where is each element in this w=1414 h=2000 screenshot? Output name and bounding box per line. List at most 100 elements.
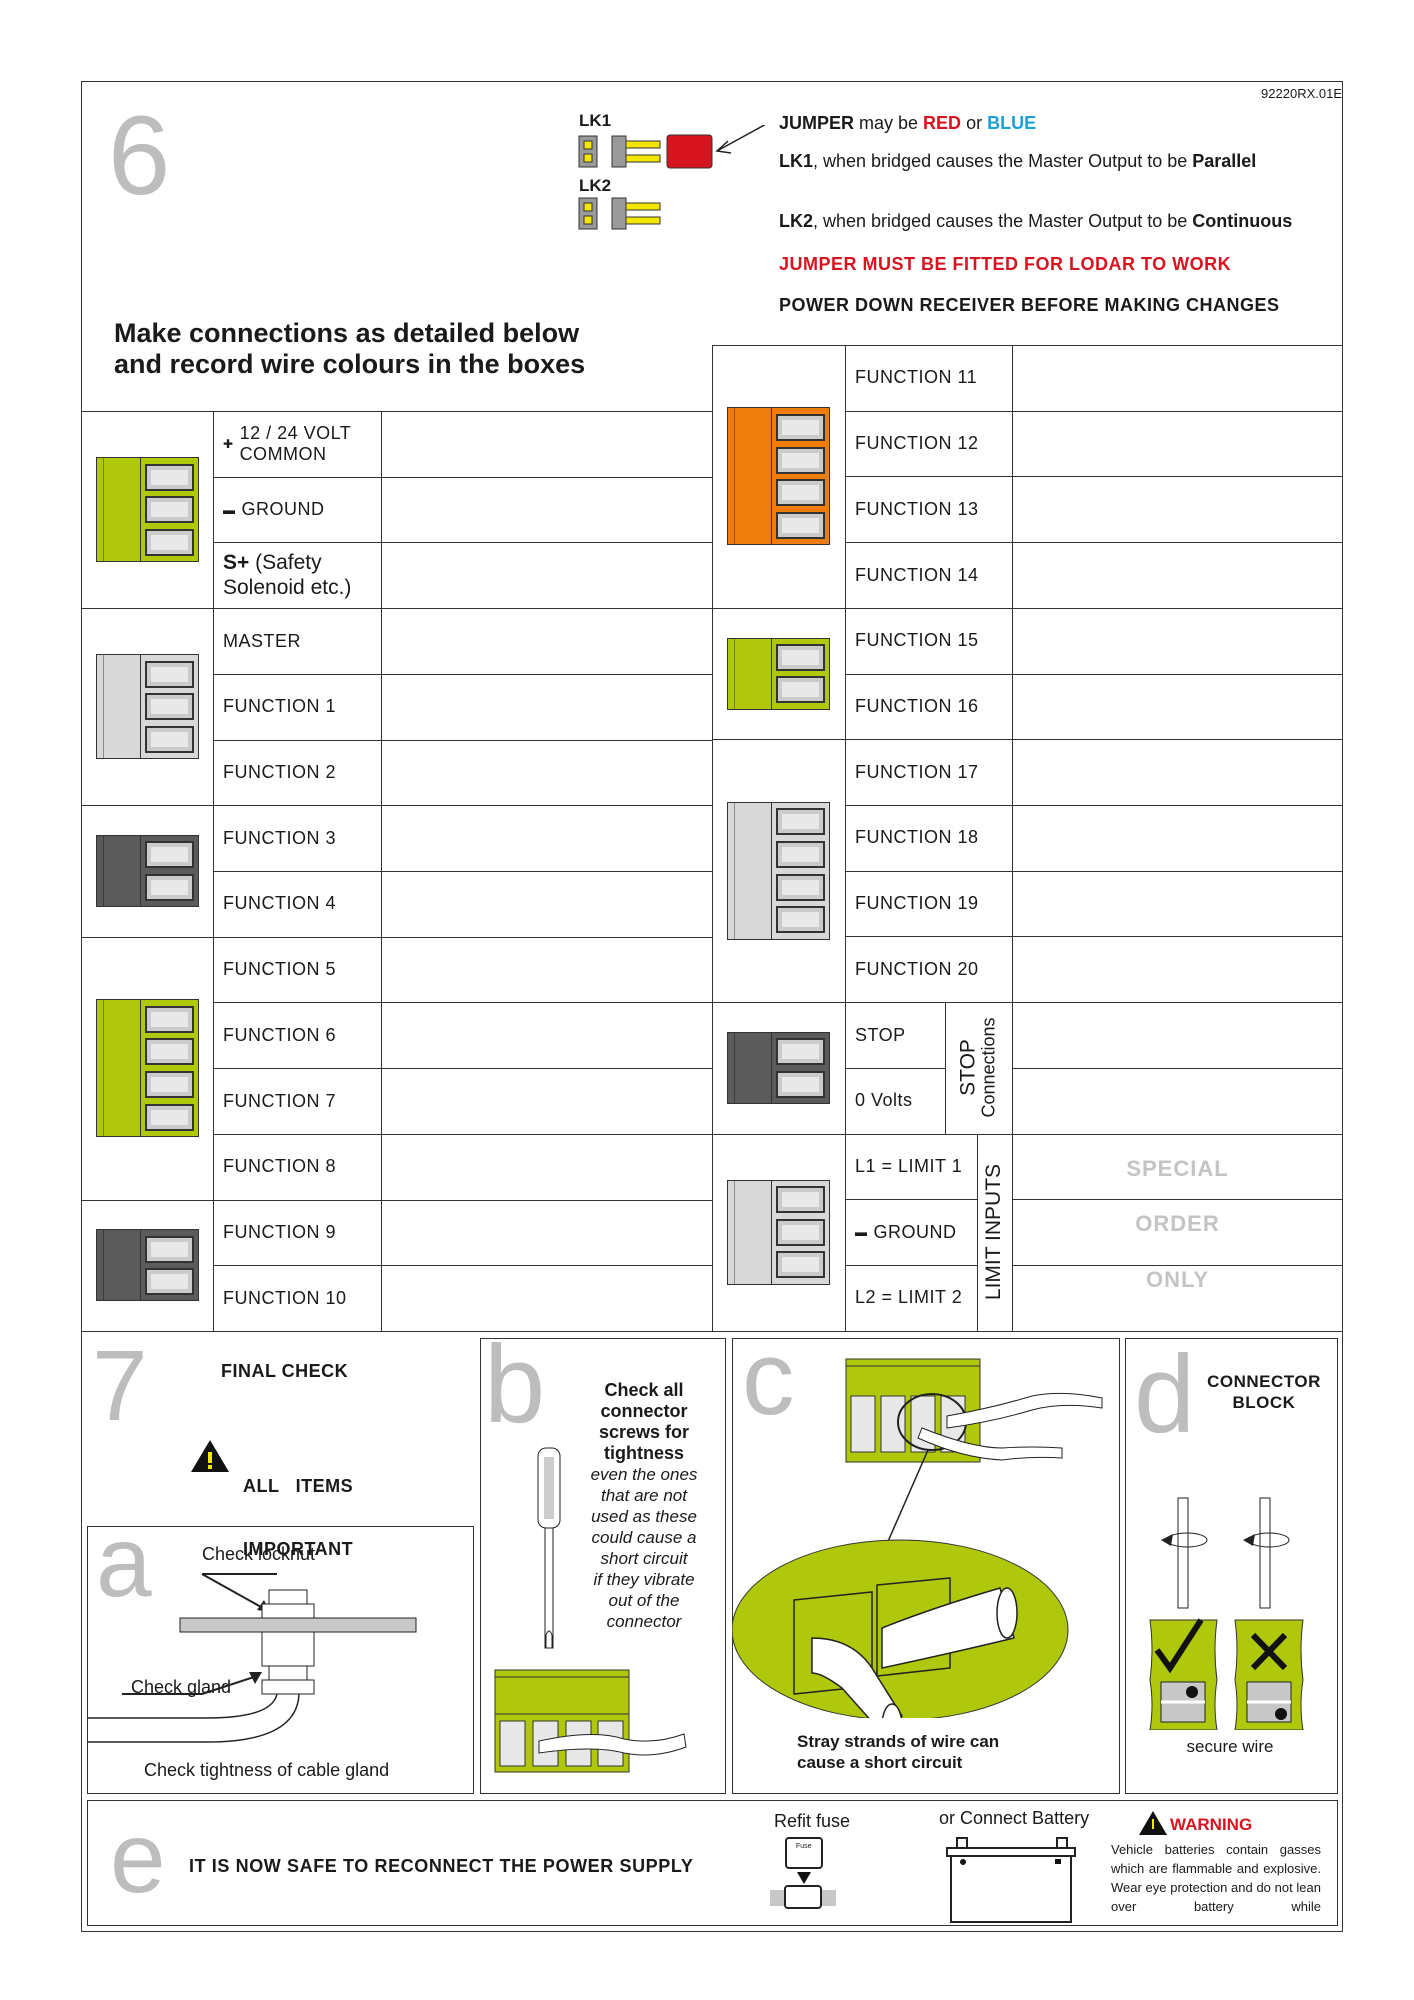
all-items-important: ALL ITEMS IMPORTANT	[243, 1434, 353, 1581]
wire-colour-entry-box[interactable]	[1014, 1070, 1341, 1132]
connector-light-3-way-icon	[95, 654, 199, 760]
wire-colour-entry-box[interactable]	[383, 873, 710, 935]
row-label: L2 = LIMIT 2	[855, 1265, 973, 1331]
wire-colour-entry-box[interactable]	[383, 1136, 710, 1198]
label-text: MASTER	[223, 630, 302, 651]
column-divider	[845, 739, 846, 1003]
connector-dark-2-way-icon	[727, 1031, 830, 1104]
wire-colour-entry-box[interactable]	[383, 807, 710, 869]
row-divider	[712, 1133, 1343, 1135]
wire-colour-entry-box[interactable]	[383, 413, 710, 475]
terminal-slot	[776, 1251, 825, 1279]
terminal-slot	[144, 1268, 194, 1296]
wire-colour-entry-box[interactable]	[1014, 938, 1341, 1000]
section-number-6: 6	[108, 93, 171, 218]
fuse-icon	[770, 1837, 836, 1909]
column-divider	[213, 411, 214, 609]
row-label: 0 Volts	[855, 1068, 941, 1134]
label-text: FUNCTION 7	[223, 1090, 336, 1111]
terminal-slot	[144, 841, 194, 869]
box-e-reconnect-power	[87, 1800, 1338, 1926]
lk2-header-icon	[578, 197, 661, 230]
wire-colour-entry-box[interactable]	[1014, 478, 1341, 540]
wire-colour-entry-box[interactable]	[1014, 413, 1341, 475]
text: ALL ITEMS	[243, 1476, 354, 1496]
stray-strands-illustration	[732, 1358, 1103, 1718]
row-divider	[381, 476, 712, 478]
column-divider	[712, 345, 713, 1331]
minus-icon: ▬	[855, 1225, 868, 1240]
section-heading: Make connections as detailed below and r…	[114, 318, 585, 380]
row-divider	[712, 1002, 1343, 1004]
label-text: GROUND	[241, 499, 325, 520]
column-divider	[381, 1199, 382, 1332]
row-divider	[845, 542, 1012, 544]
wire-colour-entry-box[interactable]	[383, 676, 710, 738]
label-text: FUNCTION 18	[855, 827, 979, 848]
side-label-text: LIMIT INPUTS	[982, 1164, 1006, 1301]
wire-colour-entry-box[interactable]	[383, 742, 710, 804]
column-divider	[1012, 739, 1013, 1003]
text: IMPORTANT	[243, 1539, 354, 1559]
terminal-slot	[776, 1218, 825, 1246]
row-divider	[213, 739, 381, 741]
side-label-text: STOP	[957, 1039, 981, 1097]
box-b-screws	[480, 1338, 726, 1794]
column-divider	[1012, 345, 1013, 608]
wire-colour-entry-box[interactable]	[383, 610, 710, 672]
wire-colour-entry-box[interactable]	[1014, 544, 1341, 606]
refit-fuse-label: Refit fuse	[774, 1811, 851, 1831]
row-divider	[381, 1002, 712, 1004]
row-label: FUNCTION 20	[855, 936, 1008, 1002]
terminal-slot	[144, 693, 194, 721]
text: or	[961, 113, 988, 133]
letter-d: d	[1134, 1333, 1196, 1456]
wire-colour-entry-box[interactable]	[1014, 807, 1341, 869]
page-border	[81, 81, 1343, 1932]
wire-colour-entry-box[interactable]	[1014, 1004, 1341, 1066]
row-divider	[712, 739, 1343, 741]
wire-colour-entry-box[interactable]	[383, 1070, 710, 1132]
row-label: FUNCTION 2	[223, 740, 377, 806]
text: CONNECTOR	[1207, 1372, 1321, 1391]
letter-b: b	[484, 1323, 546, 1446]
row-label: FUNCTION 19	[855, 871, 1008, 937]
row-divider	[381, 542, 712, 544]
connector-dark-2-way-icon	[95, 1229, 199, 1302]
wire-colour-entry-box[interactable]	[1014, 610, 1341, 672]
connector-green-3-way-icon	[95, 457, 199, 563]
wire-colour-entry-box[interactable]	[383, 1267, 710, 1329]
lk2-name: LK2	[779, 211, 814, 231]
wire-colour-entry-box[interactable]	[383, 1004, 710, 1066]
text: short circuit	[600, 1549, 688, 1568]
wire-colour-entry-box[interactable]	[1014, 676, 1341, 738]
label-text: FUNCTION 2	[223, 761, 336, 782]
jumper-color-note: JUMPER may be RED or BLUE	[779, 113, 1036, 134]
secure-wire-caption: secure wire	[1186, 1737, 1274, 1756]
connect-battery-label: or Connect Battery	[939, 1808, 1090, 1828]
row-divider	[845, 1067, 945, 1069]
column-divider	[1012, 1002, 1013, 1134]
plus-icon: ✚	[223, 436, 234, 451]
wire-colour-entry-box[interactable]	[383, 1202, 710, 1264]
row-divider	[81, 1331, 712, 1333]
label-text-2: Solenoid etc.)	[223, 576, 352, 600]
wire-colour-entry-box[interactable]	[383, 544, 710, 606]
heading-line-1: Make connections as detailed below	[114, 318, 580, 348]
text: cause a short circuit	[797, 1753, 963, 1772]
wire-colour-entry-box[interactable]	[1014, 741, 1341, 803]
label-text: FUNCTION 20	[855, 958, 979, 979]
wire-colour-entry-box[interactable]	[1014, 873, 1341, 935]
terminal-slot	[776, 1186, 825, 1214]
wire-colour-entry-box[interactable]	[1014, 347, 1341, 409]
label-text: L2 = LIMIT 2	[855, 1287, 963, 1308]
wire-colour-entry-box[interactable]	[383, 479, 710, 541]
label-text: FUNCTION 17	[855, 761, 979, 782]
row-divider	[845, 1265, 977, 1267]
wire-colour-entry-box[interactable]	[383, 939, 710, 1001]
row-divider	[845, 870, 1012, 872]
letter-a: a	[96, 1506, 152, 1618]
